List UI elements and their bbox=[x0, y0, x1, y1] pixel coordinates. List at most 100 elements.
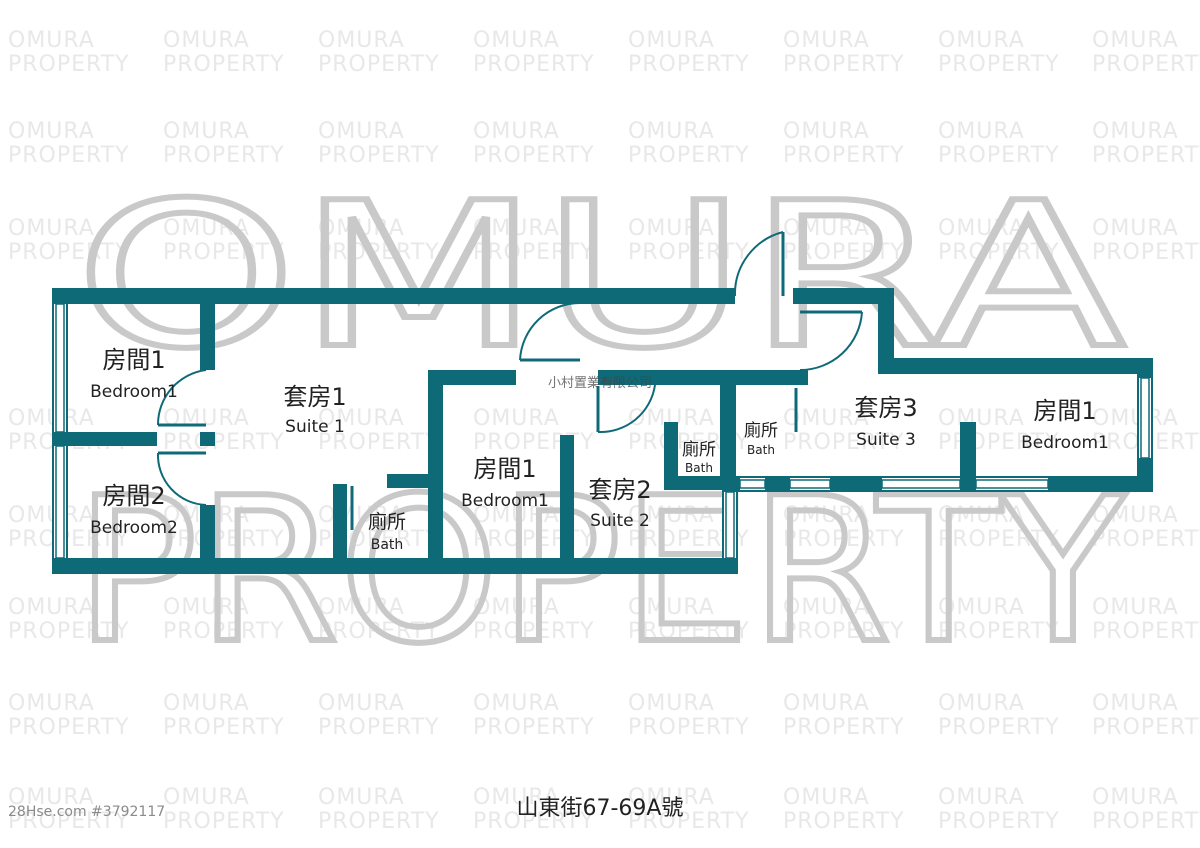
room-label-bedroom2-zh: 房間2 bbox=[102, 482, 165, 510]
watermark-tile-line2: PROPERTY bbox=[163, 143, 285, 168]
wall-bath1-top bbox=[387, 474, 432, 488]
watermark-tile-line1: OMURA bbox=[628, 503, 715, 528]
wall-bottom bbox=[52, 558, 738, 574]
watermark-tile-line1: OMURA bbox=[318, 785, 405, 810]
watermark-tile-line2: PROPERTY bbox=[163, 527, 285, 552]
watermark-tile-line2: PROPERTY bbox=[783, 809, 905, 834]
watermark-tile-line1: OMURA bbox=[628, 785, 715, 810]
wall-top-far-right bbox=[878, 358, 1153, 374]
watermark-tile-line2: PROPERTY bbox=[938, 527, 1060, 552]
watermark-tile-line1: OMURA bbox=[1092, 691, 1179, 716]
watermark-tile-line2: PROPERTY bbox=[318, 52, 440, 77]
watermark-tile-line2: PROPERTY bbox=[318, 240, 440, 265]
room-label-suite3-bedroom-en: Bedroom1 bbox=[1021, 433, 1109, 453]
room-label-bath2-en: Bath bbox=[685, 461, 713, 475]
watermark-tile-line1: OMURA bbox=[8, 216, 95, 241]
wall-top-left bbox=[52, 288, 735, 304]
watermark-tile-line2: PROPERTY bbox=[783, 715, 905, 740]
watermark-tile-line2: PROPERTY bbox=[783, 240, 905, 265]
watermark-tile-line1: OMURA bbox=[628, 119, 715, 144]
room-label-bath2-zh: 廁所 bbox=[682, 439, 716, 460]
watermark-tile-line1: OMURA bbox=[318, 503, 405, 528]
watermark-tile-line1: OMURA bbox=[318, 406, 405, 431]
watermark-tile-line2: PROPERTY bbox=[8, 240, 130, 265]
watermark-tile-line1: OMURA bbox=[473, 595, 560, 620]
watermark-tile-line1: OMURA bbox=[1092, 406, 1179, 431]
watermark-tile-line2: PROPERTY bbox=[473, 240, 595, 265]
company-watermark: 小村置業有限公司 bbox=[548, 375, 652, 391]
listing-reference: 28Hse.com #3792117 bbox=[8, 804, 166, 820]
watermark-tile-line2: PROPERTY bbox=[938, 240, 1060, 265]
watermark-tile-line2: PROPERTY bbox=[628, 240, 750, 265]
watermark-tile-line1: OMURA bbox=[318, 691, 405, 716]
watermark-tile-line2: PROPERTY bbox=[1092, 619, 1200, 644]
watermark-tile-line1: OMURA bbox=[8, 691, 95, 716]
watermark-tile-line1: OMURA bbox=[163, 785, 250, 810]
watermark-tile-line1: OMURA bbox=[1092, 595, 1179, 620]
watermark-tile-line1: OMURA bbox=[628, 595, 715, 620]
doors bbox=[156, 231, 863, 530]
watermark-tile-line1: OMURA bbox=[1092, 785, 1179, 810]
watermark-tile-line1: OMURA bbox=[163, 119, 250, 144]
watermark-tile-line2: PROPERTY bbox=[938, 52, 1060, 77]
watermark-tile-line2: PROPERTY bbox=[628, 715, 750, 740]
watermark-tile-line2: PROPERTY bbox=[318, 430, 440, 455]
watermark-tile-line2: PROPERTY bbox=[8, 809, 130, 834]
room-labels: 房間1 Bedroom1 房間2 Bedroom2 套房1 Suite 1 廁所… bbox=[90, 346, 1109, 553]
watermark-tile-line2: PROPERTY bbox=[1092, 52, 1200, 77]
watermark-tile-line1: OMURA bbox=[8, 28, 95, 53]
watermark-tile-line2: PROPERTY bbox=[473, 715, 595, 740]
room-label-bedroom1-zh: 房間1 bbox=[102, 346, 165, 374]
watermark-tile-line1: OMURA bbox=[163, 28, 250, 53]
watermark-tile-line1: OMURA bbox=[318, 119, 405, 144]
watermark-tile-line2: PROPERTY bbox=[628, 143, 750, 168]
watermark-tile-line1: OMURA bbox=[473, 503, 560, 528]
watermark-tile-line2: PROPERTY bbox=[473, 619, 595, 644]
watermark-tile-line2: PROPERTY bbox=[628, 809, 750, 834]
watermark-tile-line2: PROPERTY bbox=[938, 809, 1060, 834]
watermark-tile-line1: OMURA bbox=[628, 691, 715, 716]
watermark-tile-line2: PROPERTY bbox=[318, 715, 440, 740]
watermark-tile-line1: OMURA bbox=[8, 503, 95, 528]
watermark-tile-line2: PROPERTY bbox=[8, 143, 130, 168]
watermark-tile-line2: PROPERTY bbox=[938, 619, 1060, 644]
wall-step-vertical bbox=[878, 288, 894, 374]
watermark-tile-line1: OMURA bbox=[783, 28, 870, 53]
watermark-tile-line2: PROPERTY bbox=[938, 715, 1060, 740]
watermark-tile-line1: OMURA bbox=[938, 406, 1025, 431]
watermark-tile-line1: OMURA bbox=[1092, 503, 1179, 528]
watermark-tile-line2: PROPERTY bbox=[318, 809, 440, 834]
watermark-tile-line1: OMURA bbox=[783, 785, 870, 810]
wall-top-right bbox=[793, 288, 893, 304]
windows bbox=[55, 303, 1150, 559]
watermark-tile-line1: OMURA bbox=[473, 216, 560, 241]
room-label-bath1-zh: 廁所 bbox=[368, 510, 406, 533]
watermark-tile-line1: OMURA bbox=[318, 216, 405, 241]
watermark-tile-line2: PROPERTY bbox=[1092, 809, 1200, 834]
wall-suite2-mid bbox=[560, 435, 574, 565]
watermark-tile-line1: OMURA bbox=[938, 691, 1025, 716]
wall-suite2-top-b bbox=[598, 370, 808, 385]
room-label-bedroom1-en: Bedroom1 bbox=[90, 382, 178, 402]
watermark-tile-line1: OMURA bbox=[163, 216, 250, 241]
watermark-tile-line1: OMURA bbox=[8, 785, 95, 810]
room-label-suite1-en: Suite 1 bbox=[285, 417, 345, 437]
watermark-tile-line2: PROPERTY bbox=[163, 240, 285, 265]
room-label-suite1-zh: 套房1 bbox=[283, 383, 346, 411]
watermark-tile-line2: PROPERTY bbox=[938, 430, 1060, 455]
watermark-tile-line1: OMURA bbox=[938, 28, 1025, 53]
watermark-tile-line2: PROPERTY bbox=[8, 619, 130, 644]
room-label-suite3-bedroom-zh: 房間1 bbox=[1033, 397, 1096, 425]
watermark-tile-line1: OMURA bbox=[473, 691, 560, 716]
watermark-tile-line2: PROPERTY bbox=[628, 52, 750, 77]
watermark-tile-line1: OMURA bbox=[163, 406, 250, 431]
watermark-tile-line1: OMURA bbox=[318, 28, 405, 53]
watermark-tile-line1: OMURA bbox=[473, 406, 560, 431]
wall-suite3-bedroom bbox=[960, 422, 976, 492]
watermark-tile-line2: PROPERTY bbox=[473, 143, 595, 168]
watermark-tile-line1: OMURA bbox=[938, 216, 1025, 241]
room-label-bath3-zh: 廁所 bbox=[744, 420, 778, 441]
watermark-tile-line2: PROPERTY bbox=[473, 52, 595, 77]
big-watermark-line1: OMURA bbox=[75, 160, 1125, 393]
room-label-suite3-en: Suite 3 bbox=[856, 430, 916, 450]
